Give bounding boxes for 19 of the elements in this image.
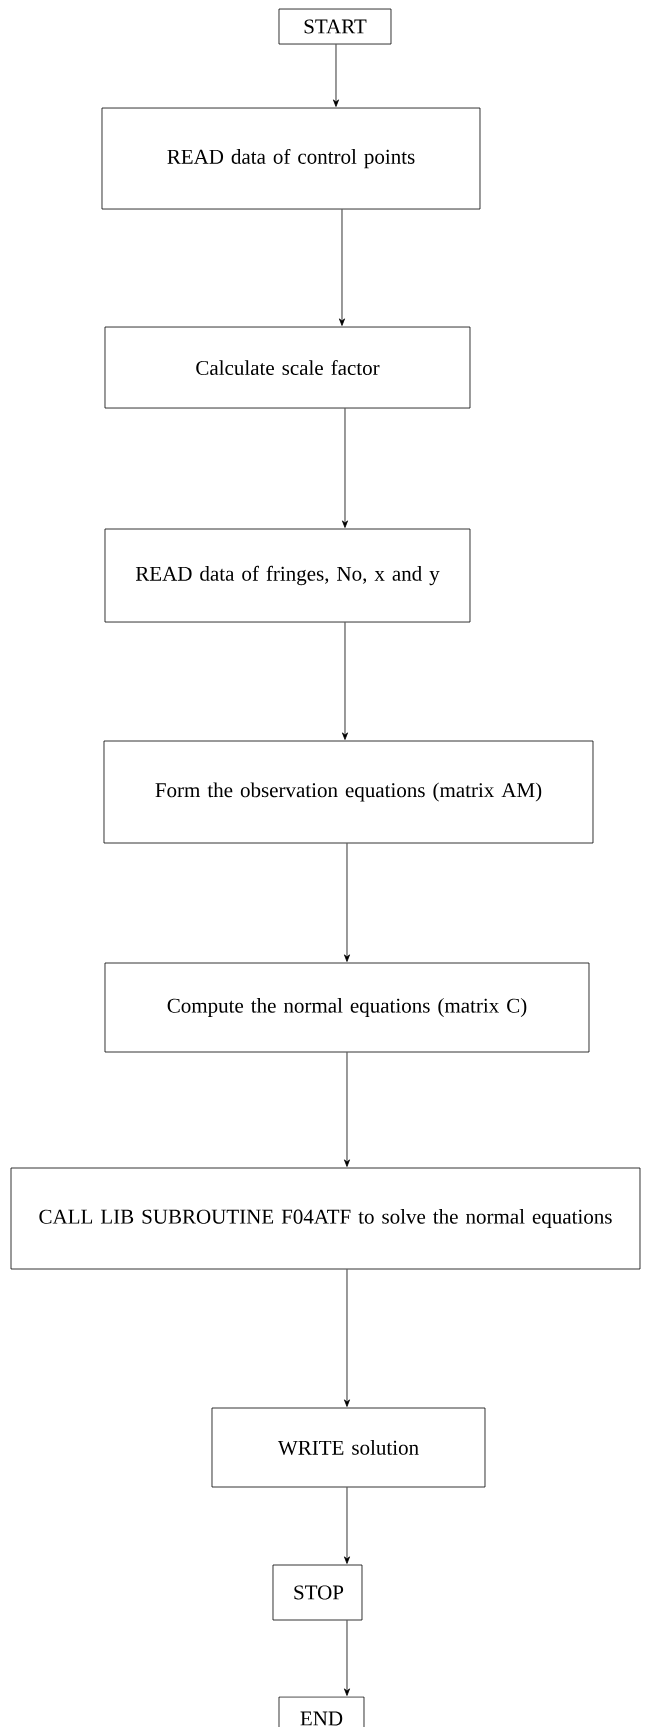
- process-box: Form the observation equations (matrix AM): [103, 740, 594, 844]
- arrow: [339, 209, 345, 326]
- arrow: [344, 1052, 350, 1167]
- process-box: READ data of fringes, No, x and y: [104, 528, 471, 623]
- process-box: CALL LIB SUBROUTINE F04ATF to solve the normal equations: [10, 1167, 641, 1270]
- process-box: STOP: [272, 1564, 363, 1621]
- process-box: END: [278, 1696, 365, 1727]
- arrow: [333, 44, 339, 107]
- arrow: [344, 1620, 350, 1696]
- process-box: START: [278, 8, 392, 45]
- arrow: [344, 1269, 350, 1407]
- process-box: WRITE solution: [211, 1407, 486, 1488]
- arrow: [344, 843, 350, 962]
- process-box: READ data of control points: [101, 107, 481, 210]
- arrow: [342, 622, 348, 740]
- arrow: [344, 1487, 350, 1564]
- process-box: Calculate scale factor: [104, 326, 471, 409]
- process-box: Compute the normal equations (matrix C): [104, 962, 590, 1053]
- arrow: [342, 408, 348, 528]
